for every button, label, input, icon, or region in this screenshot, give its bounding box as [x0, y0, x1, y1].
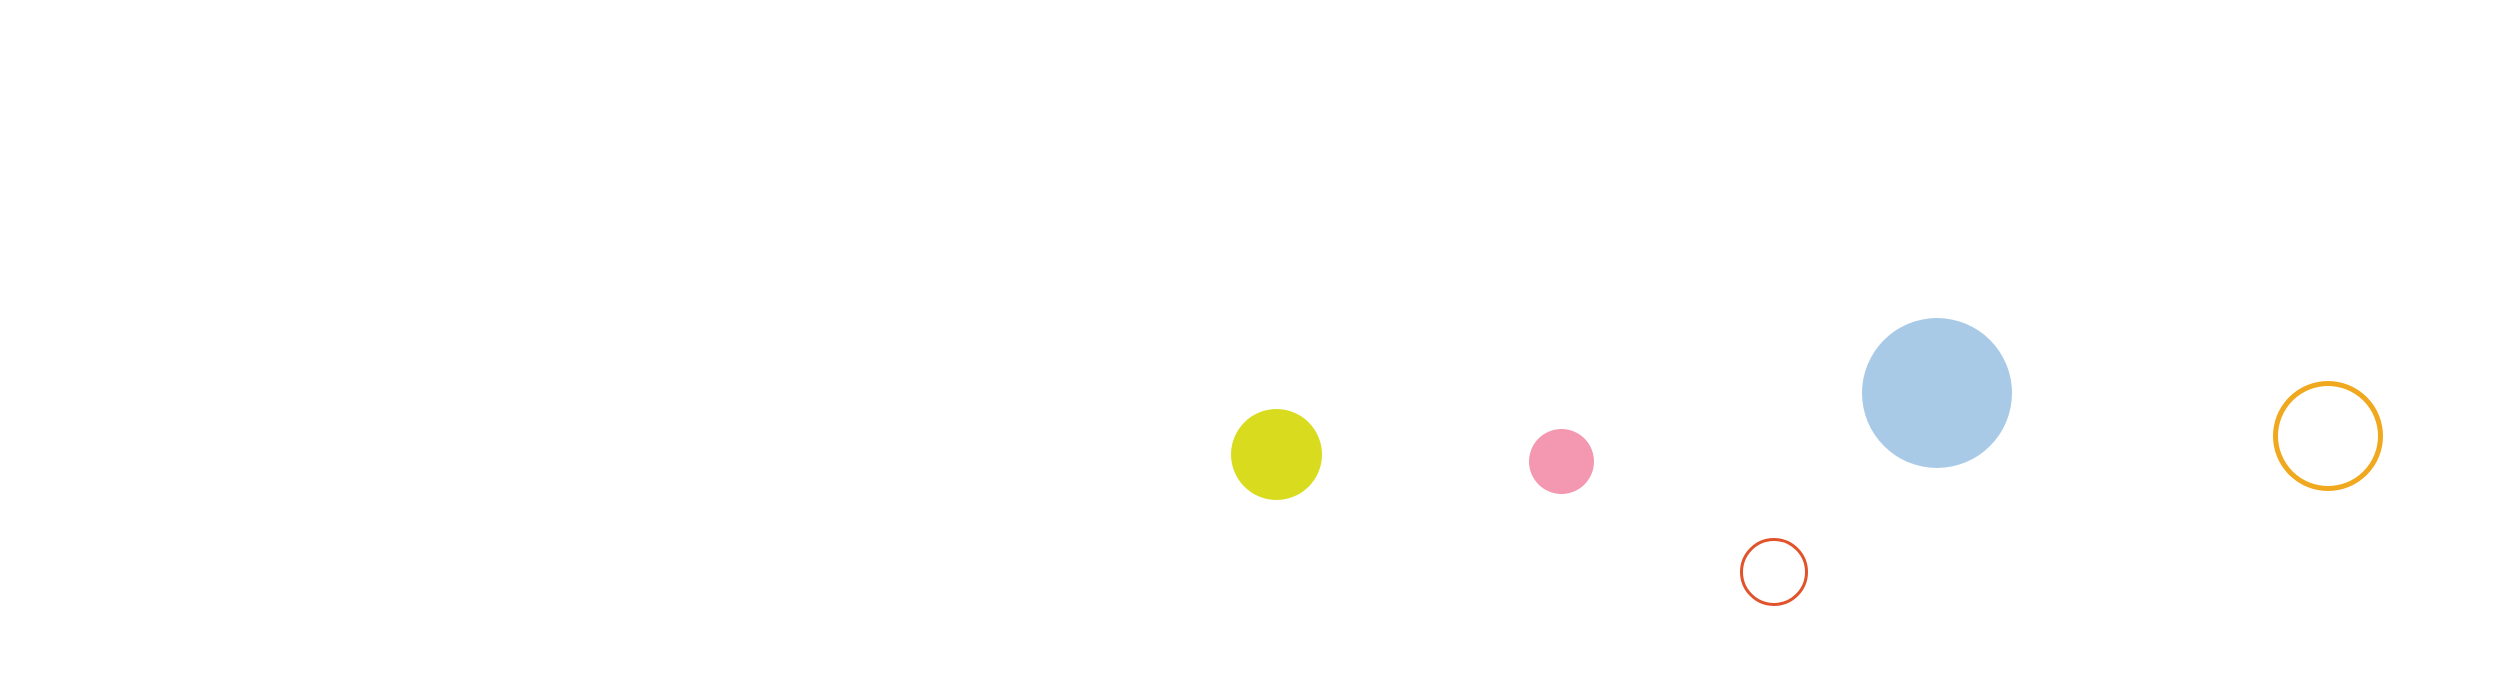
yellow-filled-circle [1231, 409, 1322, 500]
pink-filled-circle [1529, 429, 1594, 494]
orange-outline-circle [2273, 381, 2383, 491]
blue-filled-circle [1862, 318, 2012, 468]
red-outline-circle [1740, 538, 1808, 606]
